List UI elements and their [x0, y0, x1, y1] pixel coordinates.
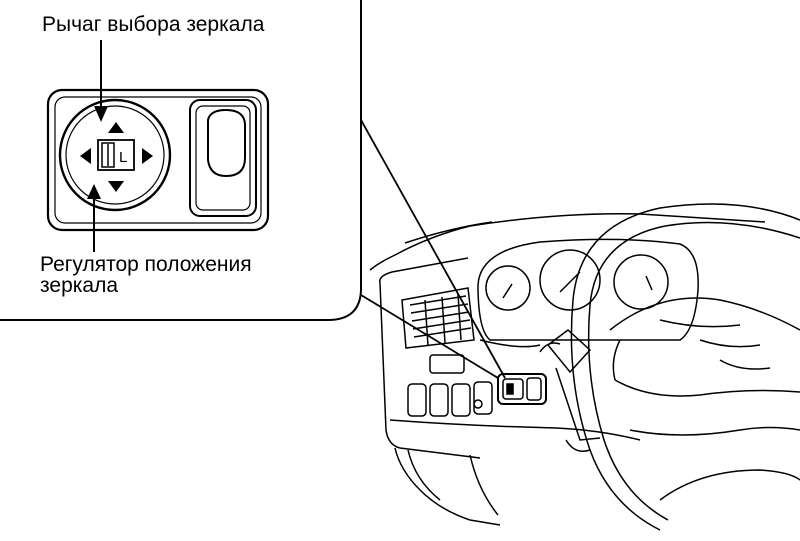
arrow-left-icon	[80, 148, 91, 164]
dashboard-drawing	[369, 203, 800, 531]
hazard-button	[429, 354, 465, 374]
label-selector-lever: Рычаг выбора зеркала	[42, 13, 265, 36]
mirror-selector-lever[interactable]: L	[97, 139, 135, 171]
air-vent	[401, 287, 475, 349]
blank-switch-button[interactable]	[189, 99, 257, 217]
dash-mirror-switch	[497, 373, 547, 405]
pointer-selector-lever	[94, 40, 108, 122]
arrow-down-icon	[108, 181, 124, 192]
leader-line-lower	[360, 294, 499, 379]
arrow-up-icon	[108, 122, 124, 133]
pointer-position-adjuster	[87, 184, 101, 252]
arrow-right-icon	[142, 148, 153, 164]
label-position-adjuster-line2: зеркала	[40, 274, 119, 297]
label-position-adjuster-line1: Регулятор положения	[40, 253, 252, 276]
side-mark-L: L	[119, 149, 127, 166]
leader-line-upper	[360, 119, 506, 379]
callout-frame	[0, 0, 362, 321]
steering-wheel	[572, 203, 800, 301]
